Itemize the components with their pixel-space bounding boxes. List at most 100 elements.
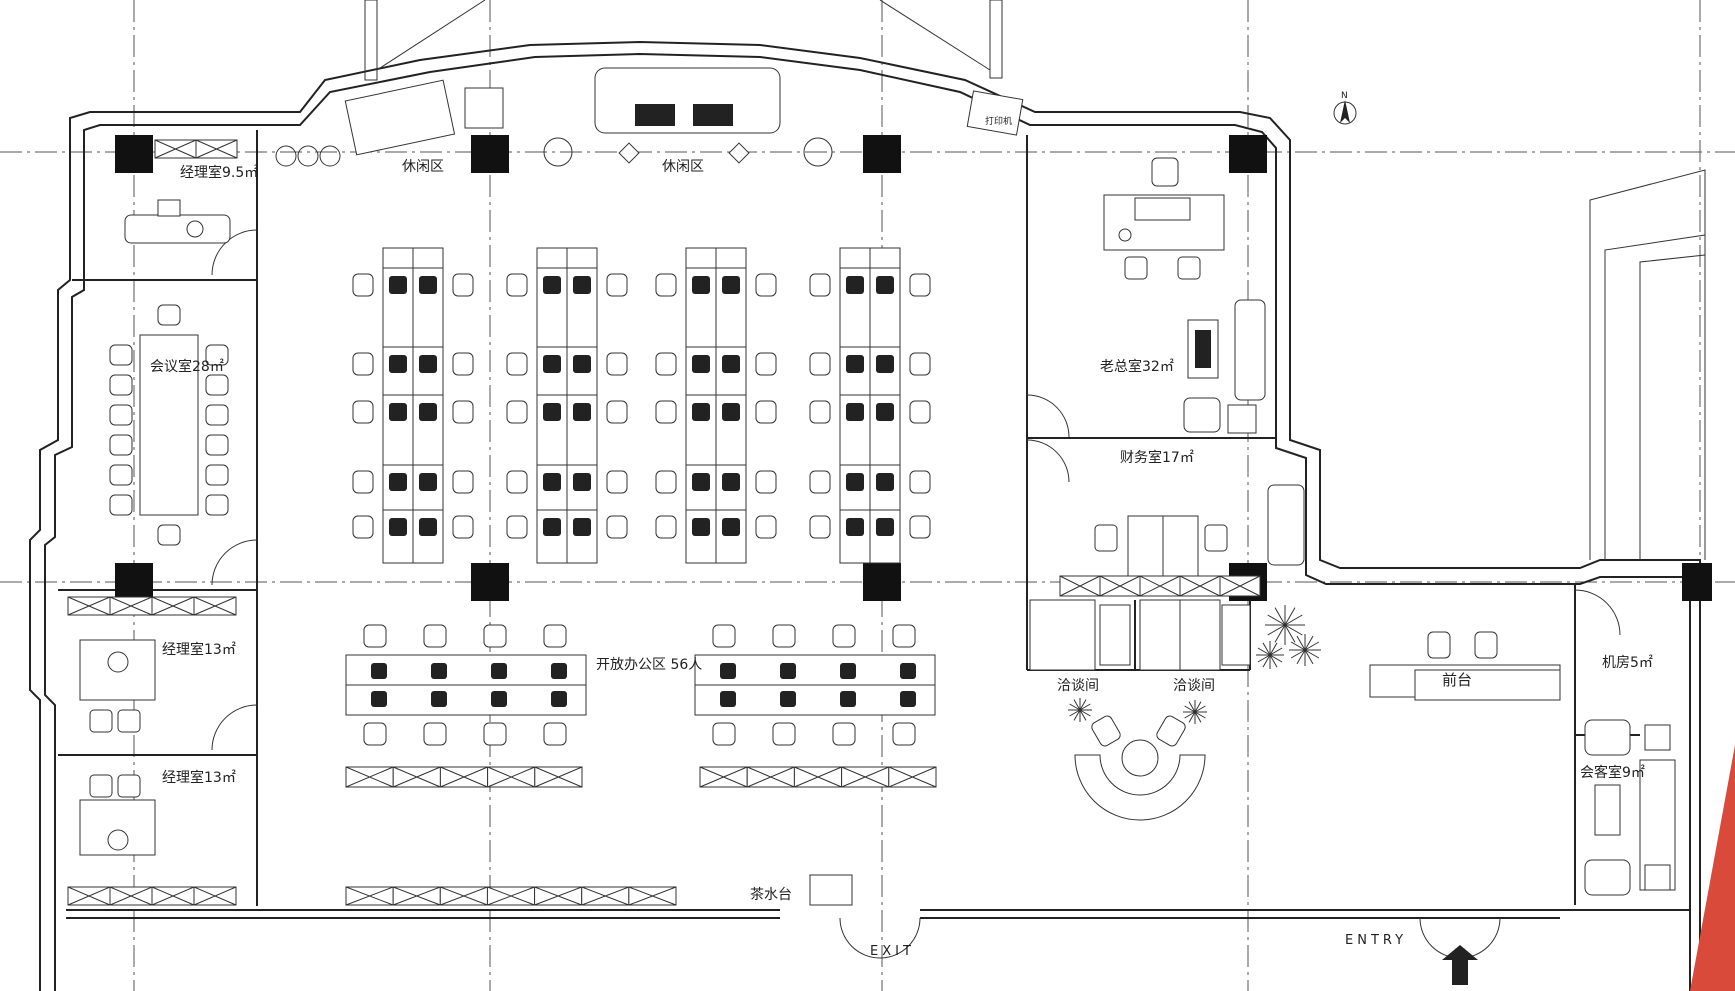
side-chair <box>352 352 374 376</box>
side-chair <box>909 470 931 494</box>
workstation-chair <box>389 355 407 373</box>
plant-leaf <box>1262 654 1271 668</box>
workstation-chair <box>692 355 710 373</box>
side-chair <box>423 722 447 746</box>
side-chair <box>655 400 677 424</box>
workstation-chair <box>876 518 894 536</box>
plant-leaf <box>1284 614 1303 626</box>
side-chair <box>909 400 931 424</box>
cabinet-hatch <box>345 886 394 906</box>
cabinet-hatch <box>794 766 842 788</box>
workstation-chair <box>876 403 894 421</box>
side-chair <box>606 352 628 376</box>
cabinet-hatch <box>193 596 237 616</box>
workstation-chair <box>551 691 567 707</box>
plant-leaf <box>1073 699 1081 711</box>
side-chair <box>506 400 528 424</box>
north-label: N <box>1341 91 1348 101</box>
workstation-chair <box>840 663 856 679</box>
side-chair <box>483 624 507 648</box>
plant-leaf <box>1257 654 1271 663</box>
room-label-open-office: 开放办公区 56人 <box>596 657 703 673</box>
meeting-chair <box>205 464 229 486</box>
side-chair <box>712 624 736 648</box>
cabinet-hatch <box>151 596 195 616</box>
workstation-chair <box>491 691 507 707</box>
cabinet-hatch <box>1139 575 1181 597</box>
meeting-chair <box>109 434 133 456</box>
cabinet-hatch <box>1219 575 1261 597</box>
cabinet-hatch <box>392 886 441 906</box>
plant-leaf <box>1194 701 1202 713</box>
workstation-chair <box>846 276 864 294</box>
printer-label: 打印机 <box>985 117 1013 127</box>
side-chair <box>809 352 831 376</box>
reception-desk <box>1369 631 1561 701</box>
north-arrow-icon <box>1333 100 1357 125</box>
workstation-chair <box>491 663 507 679</box>
workstation-chair <box>543 355 561 373</box>
plant-leaf <box>1257 647 1271 656</box>
meeting-chair <box>109 404 133 426</box>
side-chair <box>543 624 567 648</box>
cabinet-hatch <box>487 886 535 906</box>
room-label-guest: 会客室9㎡ <box>1580 765 1645 781</box>
room-label-meeting: 会议室28㎡ <box>150 359 224 375</box>
workstation-chair <box>551 663 567 679</box>
plant-leaf <box>1290 649 1306 659</box>
meeting-chair <box>205 494 229 516</box>
side-chair <box>483 722 507 746</box>
workstation-chair <box>692 473 710 491</box>
side-chair <box>909 273 931 297</box>
side-chair <box>909 515 931 539</box>
exit-marker: EXIT <box>870 944 915 959</box>
plant-leaf <box>1304 649 1320 659</box>
workstation-chair <box>573 276 591 294</box>
meeting-chairs <box>109 304 229 546</box>
negotiation-furniture <box>1029 599 1251 671</box>
cabinet-hatch <box>193 886 237 906</box>
room-label-boss: 老总室32㎡ <box>1100 359 1174 375</box>
storage-cabinets <box>67 139 1261 906</box>
corner-accent <box>1690 745 1735 991</box>
lower-workstations <box>345 624 936 746</box>
side-chair <box>755 273 777 297</box>
side-chair <box>892 624 916 648</box>
cabinet-hatch <box>628 886 677 906</box>
room-label-manager-2: 经理室13㎡ <box>162 770 236 786</box>
side-chair <box>352 470 374 494</box>
side-chair <box>363 722 387 746</box>
cabinet-hatch <box>841 766 889 788</box>
cabinet-hatch <box>154 139 197 159</box>
lounge-sofa <box>1074 715 1206 821</box>
side-chair <box>606 515 628 539</box>
plant-leaf <box>1269 654 1283 663</box>
cabinet-hatch <box>699 766 748 788</box>
workstation-chair <box>389 276 407 294</box>
workstation-chair <box>876 355 894 373</box>
side-chair <box>655 273 677 297</box>
cabinet-hatch <box>581 886 630 906</box>
side-chair <box>655 515 677 539</box>
side-chair <box>606 400 628 424</box>
room-label-lounge-right: 休闲区 <box>662 159 704 175</box>
side-chair <box>606 470 628 494</box>
workstation-chair <box>389 473 407 491</box>
side-chair <box>755 352 777 376</box>
workstation-chair <box>722 518 740 536</box>
meeting-chair <box>157 524 181 546</box>
cabinet-hatch <box>151 886 195 906</box>
workstation-chair <box>876 276 894 294</box>
workstation-chair <box>543 518 561 536</box>
workstation-chair <box>419 518 437 536</box>
plant-leaf <box>1304 635 1314 651</box>
workstation-chair <box>419 355 437 373</box>
room-label-negotiation-1: 洽谈间 <box>1057 678 1099 694</box>
cabinet-hatch <box>195 139 238 159</box>
workstation-chair <box>722 473 740 491</box>
workstation-chair <box>722 403 740 421</box>
side-chair <box>755 400 777 424</box>
plant-leaf <box>1304 649 1314 665</box>
plant-leaf <box>1194 705 1206 713</box>
plant-leaf <box>1079 699 1087 711</box>
